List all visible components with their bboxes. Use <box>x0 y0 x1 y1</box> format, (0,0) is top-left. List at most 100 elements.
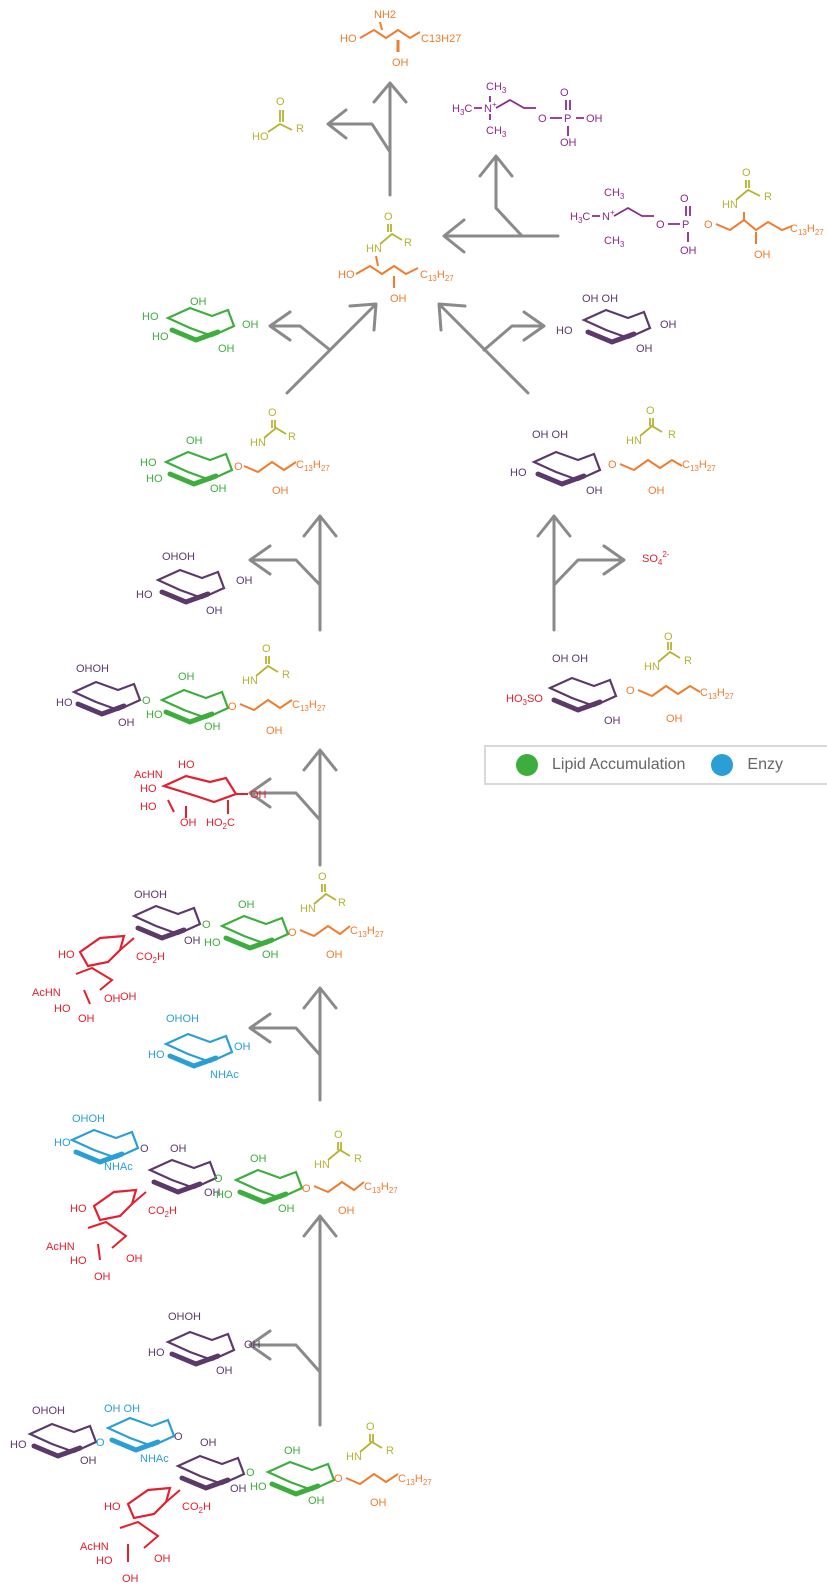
svg-text:AcHN: AcHN <box>46 1241 75 1253</box>
arrow-branch-sialic-acid <box>250 791 322 822</box>
svg-text:O: O <box>384 211 393 223</box>
arrow-branch-phosphocholine <box>494 156 524 238</box>
svg-text:O: O <box>626 685 635 697</box>
svg-text:CH3: CH3 <box>486 81 507 95</box>
svg-text:OH: OH <box>230 1483 247 1495</box>
sphingosine-nh2: NH2 <box>374 9 396 21</box>
svg-text:O: O <box>608 459 617 471</box>
svg-text:O: O <box>96 1437 105 1449</box>
svg-text:O: O <box>142 695 151 707</box>
svg-text:OH OH: OH OH <box>552 653 588 665</box>
svg-text:HO: HO <box>204 937 221 949</box>
svg-text:O: O <box>228 701 237 713</box>
arrow-branch-galactose-2 <box>250 558 322 587</box>
svg-text:NHAc: NHAc <box>140 1453 169 1465</box>
svg-text:OH: OH <box>272 485 289 497</box>
svg-text:H3C: H3C <box>570 211 590 225</box>
svg-text:R: R <box>764 191 772 203</box>
svg-text:R: R <box>404 237 412 249</box>
svg-text:OH: OH <box>680 245 697 257</box>
svg-text:OHOH: OHOH <box>162 551 195 563</box>
svg-text:OH: OH <box>200 1437 217 1449</box>
svg-text:OH: OH <box>104 993 121 1005</box>
galnac-structure: OHOH HO NHAc OH <box>148 1013 251 1081</box>
ceramide-structure: O HN R HO OH C13H27 <box>338 211 454 305</box>
svg-text:HO: HO <box>54 1003 71 1015</box>
svg-text:OH: OH <box>186 435 203 447</box>
svg-text:O: O <box>318 871 327 883</box>
svg-text:R: R <box>338 897 346 909</box>
svg-text:HO: HO <box>510 467 527 479</box>
glucosylceramide-structure: OH HO HO OH O O HN R OH C13H27 <box>140 407 330 497</box>
svg-text:OH: OH <box>238 899 255 911</box>
sphingomyelin-structure: CH3 H3C N+ CH3 O P O OH O O HN R OH C13H… <box>570 167 824 261</box>
svg-text:OH: OH <box>244 1339 261 1351</box>
svg-text:O: O <box>334 1473 343 1485</box>
svg-text:HO: HO <box>140 801 157 813</box>
svg-text:HO: HO <box>136 589 153 601</box>
svg-text:HO: HO <box>178 759 195 771</box>
fa-ho: HO <box>252 131 269 143</box>
svg-text:O: O <box>646 405 655 417</box>
svg-text:HO: HO <box>250 1481 267 1493</box>
svg-text:P: P <box>564 113 571 125</box>
svg-text:CO2H: CO2H <box>182 1501 211 1515</box>
svg-text:O: O <box>214 1173 223 1185</box>
svg-text:OH: OH <box>586 485 603 497</box>
svg-text:HO: HO <box>146 709 163 721</box>
svg-text:OH: OH <box>250 1153 267 1165</box>
svg-text:CO2H: CO2H <box>148 1205 177 1219</box>
svg-text:OH OH: OH OH <box>104 1403 140 1415</box>
svg-text:HN: HN <box>314 1159 330 1171</box>
svg-text:OH: OH <box>262 949 279 961</box>
svg-text:HO: HO <box>56 697 73 709</box>
svg-text:HO: HO <box>152 331 169 343</box>
svg-text:OH: OH <box>308 1495 325 1507</box>
svg-text:OH: OH <box>648 485 665 497</box>
svg-text:P: P <box>682 219 689 231</box>
svg-text:O: O <box>664 631 673 643</box>
svg-text:AcHN: AcHN <box>80 1541 109 1553</box>
svg-text:OH: OH <box>326 949 343 961</box>
svg-text:C13H27: C13H27 <box>292 699 326 713</box>
svg-text:OH: OH <box>216 1365 233 1377</box>
svg-text:HN: HN <box>722 199 738 211</box>
glucose-structure: OH HO OH HO OH <box>142 296 259 355</box>
svg-text:OH: OH <box>604 715 621 727</box>
svg-text:R: R <box>354 1153 362 1165</box>
svg-text:O: O <box>366 1421 375 1433</box>
fatty-acid-structure: O HO R <box>252 96 304 143</box>
svg-text:OH: OH <box>126 1253 143 1265</box>
svg-text:OH: OH <box>94 1271 111 1283</box>
svg-text:OH: OH <box>636 343 653 355</box>
svg-text:OH: OH <box>370 1497 387 1509</box>
svg-text:OH: OH <box>204 1187 221 1199</box>
svg-text:OH: OH <box>754 249 771 261</box>
svg-text:OH: OH <box>218 343 235 355</box>
phosphocholine-structure: CH3 H3C N+ CH3 O P OH O OH <box>452 81 603 149</box>
svg-text:OH: OH <box>278 1203 295 1215</box>
svg-text:CH3: CH3 <box>604 187 625 201</box>
svg-text:O: O <box>302 1183 311 1195</box>
svg-text:C13H27: C13H27 <box>682 459 716 473</box>
svg-text:O: O <box>656 219 665 231</box>
svg-text:R: R <box>684 655 692 667</box>
arrow-branch-galactose <box>482 324 544 352</box>
svg-text:OHOH: OHOH <box>32 1405 65 1417</box>
svg-text:HN: HN <box>300 903 316 915</box>
svg-text:OH: OH <box>78 1013 95 1025</box>
svg-text:OHOH: OHOH <box>134 889 167 901</box>
svg-text:HN: HN <box>626 435 642 447</box>
arrow-branch-glucose <box>270 324 332 352</box>
svg-text:AcHN: AcHN <box>134 769 163 781</box>
svg-text:OH: OH <box>266 725 283 737</box>
svg-text:C13H27: C13H27 <box>364 1181 398 1195</box>
svg-text:O: O <box>246 1467 255 1479</box>
sphingosine-oh: OH <box>392 57 409 69</box>
svg-text:HN: HN <box>644 661 660 673</box>
sphingosine-structure: NH2 HO OH C13H27 <box>340 9 461 69</box>
svg-text:OH: OH <box>586 113 603 125</box>
svg-text:OH: OH <box>206 605 223 617</box>
galactose-structure-right: OH OH HO OH OH <box>556 293 677 355</box>
svg-text:O: O <box>202 919 211 931</box>
